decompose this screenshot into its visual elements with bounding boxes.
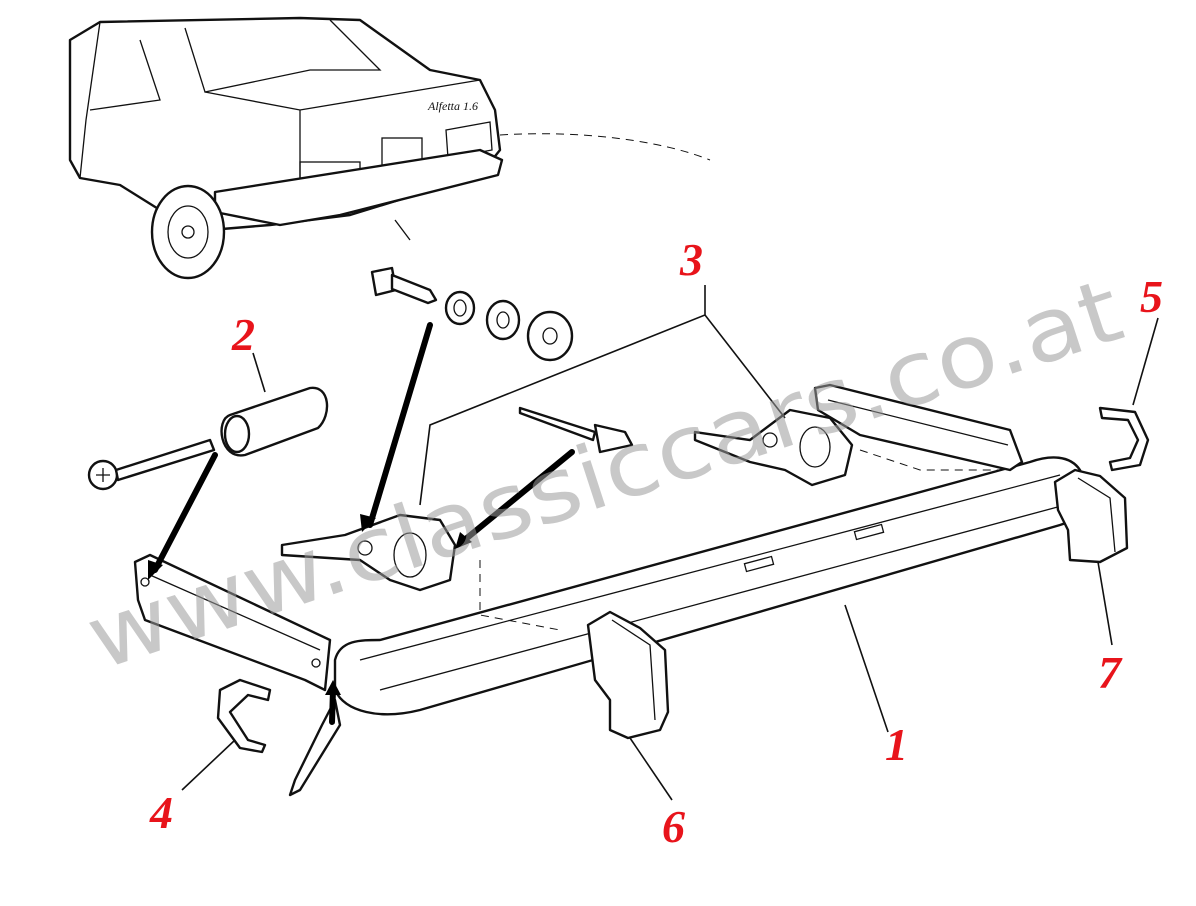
callout-4: 4 — [149, 787, 173, 838]
car-badge: Alfetta 1.6 — [427, 99, 478, 113]
overrider-6 — [586, 610, 670, 740]
spacer-sleeve — [220, 386, 329, 457]
bolt-and-washers — [370, 266, 574, 362]
callout-1: 1 — [885, 719, 908, 770]
pin-top — [518, 406, 634, 454]
overrider-7 — [1053, 468, 1129, 564]
callout-7: 7 — [1098, 647, 1123, 698]
leader-lines — [181, 285, 1159, 801]
bracket-right — [693, 408, 854, 487]
clip-5 — [1098, 406, 1150, 472]
long-screw — [87, 438, 216, 491]
callout-6: 6 — [662, 801, 685, 852]
bumper-side-left — [133, 553, 332, 692]
callout-5: 5 — [1140, 271, 1163, 322]
callout-3: 3 — [679, 234, 703, 285]
callout-2: 2 — [231, 309, 255, 360]
assembly-arrows — [148, 322, 575, 725]
clip-4 — [216, 678, 272, 754]
bracket-left — [280, 513, 457, 592]
car-illustration: Alfetta 1.6 — [68, 16, 711, 280]
bumper-side-right — [813, 383, 1024, 472]
